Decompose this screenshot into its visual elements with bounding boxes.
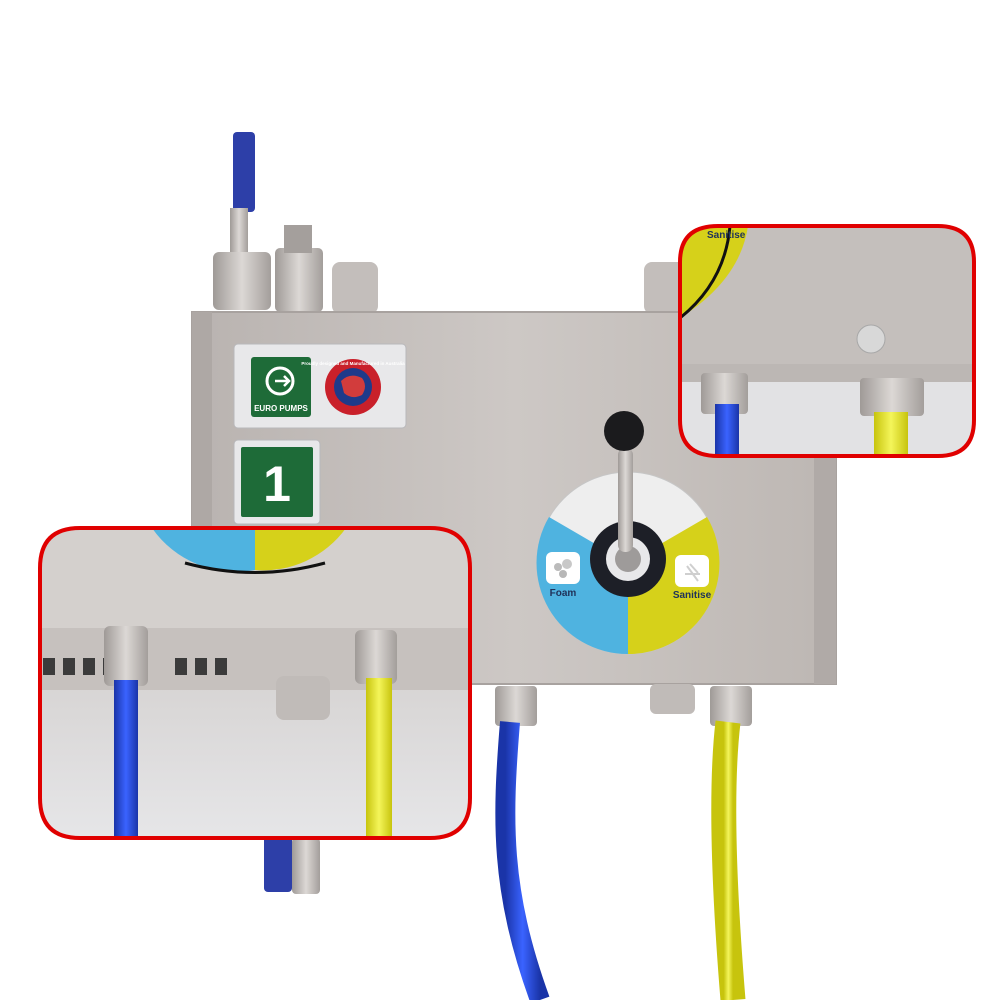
right-zoom-blue-hose [715, 404, 739, 456]
valve-handle-text: EURO PUMPS [224, 152, 230, 192]
euro-pumps-logo [251, 357, 311, 417]
left-zoom-callout [38, 526, 472, 840]
yellow-hose [711, 720, 746, 1000]
australia-badge: Proudly designed and Manufactured in Aus… [301, 359, 405, 415]
selector-lever[interactable] [618, 448, 633, 552]
euro-pumps-text: EURO PUMPS [254, 404, 308, 413]
unit-number: 1 [263, 456, 291, 512]
main-hoses [495, 686, 752, 1000]
sanitise-label: Sanitise [673, 590, 712, 601]
bottom-valve [264, 836, 320, 894]
selector-knob[interactable] [604, 411, 644, 451]
australia-badge-text: Proudly designed and Manufactured in Aus… [301, 361, 405, 366]
zoom-blue-hose [114, 680, 138, 838]
valve-handle [233, 132, 255, 212]
logo-plate: EURO PUMPS Proudly designed and Manufact… [233, 343, 407, 429]
zoom-yellow-hose [366, 678, 392, 838]
spray-icon [675, 555, 709, 587]
foam-label: Foam [550, 588, 577, 599]
ball-valve: EURO PUMPS [213, 132, 690, 314]
unit-number-plate: 1 [233, 439, 321, 525]
foam-icon [546, 552, 580, 584]
selector-dial: Foam Sanitise [536, 411, 720, 655]
zoom-sanitise-label: Sanitise [707, 230, 746, 241]
blue-hose [495, 721, 550, 1000]
right-zoom-callout: Sanitise [678, 224, 976, 458]
right-zoom-yellow-hose [874, 412, 908, 456]
